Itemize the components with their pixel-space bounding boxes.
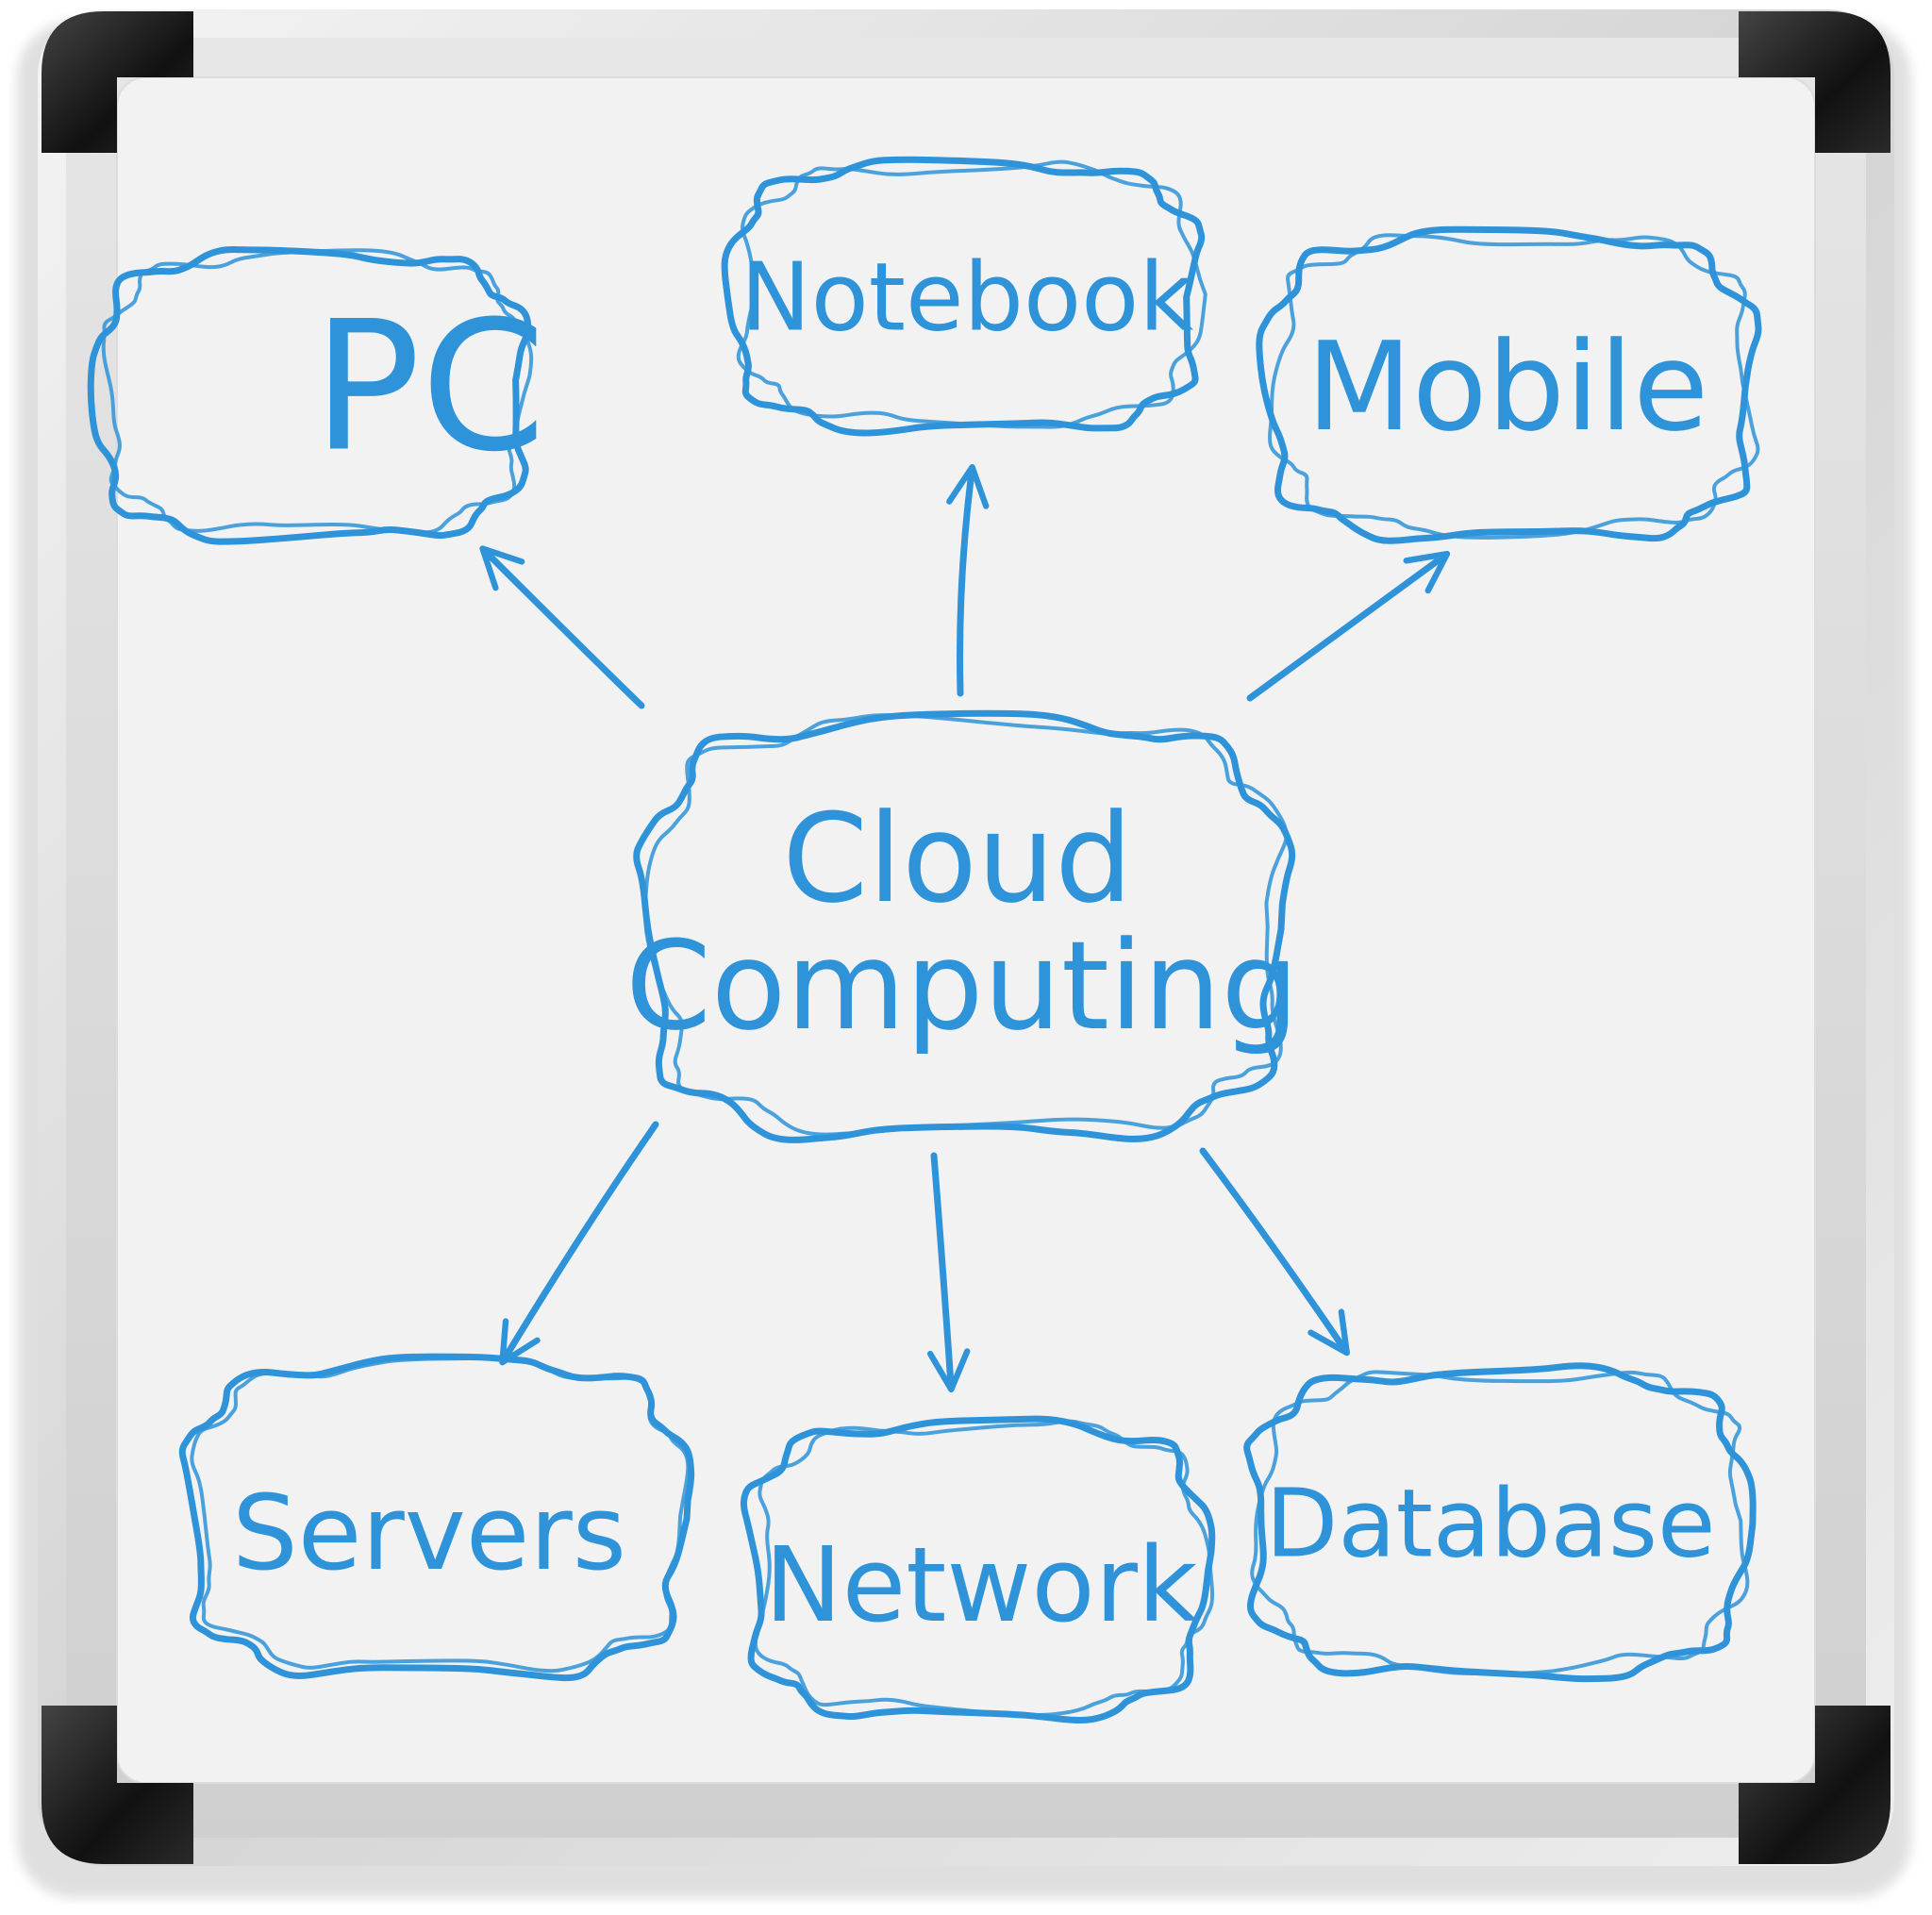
arrow-to-network <box>926 1152 971 1393</box>
clouds: PC Notebook Mobile Cloud Computing Serve… <box>87 156 1762 1724</box>
arrow-to-pc <box>479 545 645 709</box>
corner-cap-top-left <box>42 11 193 153</box>
cloud-database: Database <box>1243 1362 1757 1683</box>
cloud-database-sketch-line <box>1250 1370 1750 1676</box>
cloud-mobile: Mobile <box>1256 225 1762 544</box>
node-label-pc: PC <box>312 283 545 491</box>
cloud-notebook-sketch-line <box>736 159 1208 429</box>
cloud-network-outline <box>740 1415 1216 1724</box>
cloud-pc-sketch-line <box>101 248 534 535</box>
cloud-notebook: Notebook <box>721 156 1208 437</box>
arrow-to-database <box>1199 1147 1350 1357</box>
corner-cap-bottom-right <box>1739 1706 1890 1864</box>
cloud-servers: Servers <box>178 1353 695 1682</box>
cloud-center[interactable]: Cloud Computing <box>625 709 1299 1143</box>
cloud-mobile-outline <box>1256 225 1762 544</box>
corner-cap-bottom-left <box>42 1706 193 1864</box>
cloud-pc: PC <box>87 246 546 545</box>
corner-caps <box>42 11 1890 1864</box>
node-label-notebook: Notebook <box>741 242 1194 353</box>
arrow-to-notebook <box>946 463 990 697</box>
arrows <box>479 463 1451 1393</box>
center-label-line1: Cloud <box>782 787 1132 930</box>
node-label-database: Database <box>1265 1469 1715 1579</box>
cloud-mobile-sketch-line <box>1268 233 1760 540</box>
cloud-servers-sketch-line <box>190 1356 691 1674</box>
cloud-notebook-outline <box>721 156 1206 437</box>
node-label-mobile: Mobile <box>1307 315 1708 458</box>
node-label-network: Network <box>764 1524 1198 1645</box>
corner-cap-top-right <box>1739 11 1890 153</box>
board-surface <box>116 76 1816 1784</box>
arrow-to-servers <box>499 1121 659 1366</box>
board-frame <box>17 9 1911 1898</box>
cloud-network-sketch-line <box>753 1419 1215 1718</box>
arrow-to-mobile <box>1246 550 1451 702</box>
cloud-pc-outline <box>87 246 532 545</box>
node-label-servers: Servers <box>232 1473 626 1593</box>
cloud-network: Network <box>740 1415 1216 1724</box>
cloud-center-sketch-line <box>642 713 1289 1137</box>
center-label-line2: Computing <box>625 914 1299 1057</box>
